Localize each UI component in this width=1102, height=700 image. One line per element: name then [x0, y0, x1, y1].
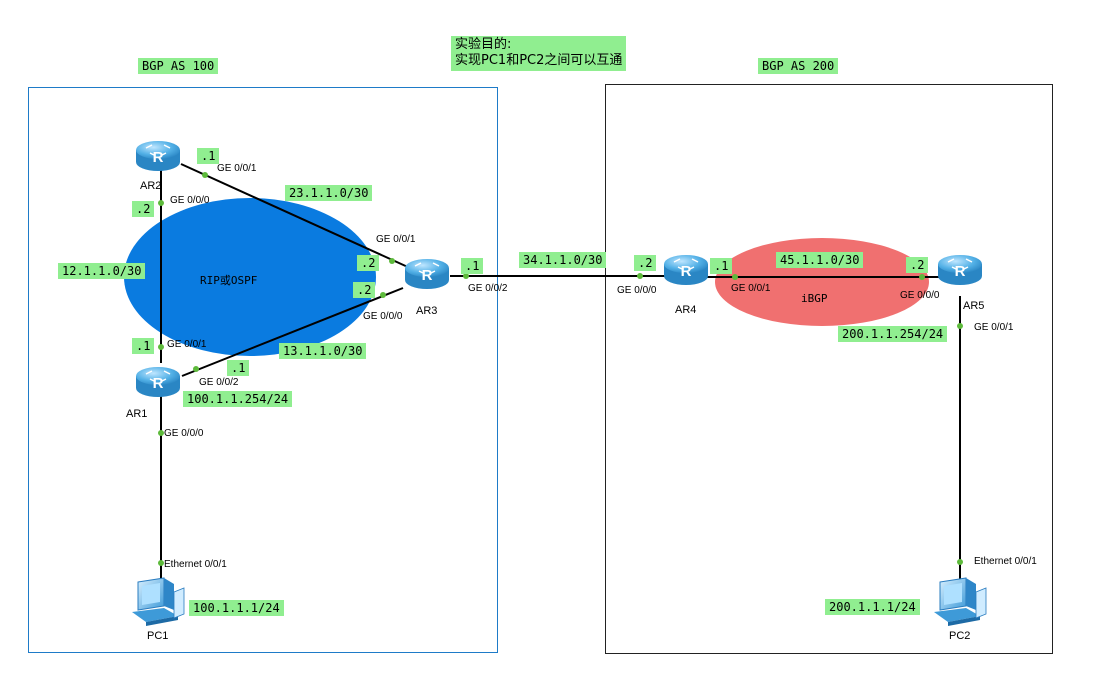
goal-text: 实现PC1和PC2之间可以互通 — [455, 53, 623, 68]
network-45: 45.1.1.0/30 — [776, 252, 864, 268]
experiment-goal: 实验目的: 实现PC1和PC2之间可以互通 — [451, 36, 627, 71]
port-ar4-g001: GE 0/0/1 — [731, 283, 771, 294]
port-dot — [202, 172, 208, 178]
port-dot — [158, 430, 164, 436]
pc-icon-pc2 — [933, 577, 987, 627]
port-ar5-g001: GE 0/0/1 — [974, 322, 1014, 333]
port-ar1-g000: GE 0/0/0 — [164, 428, 204, 439]
link-ar1-ar3 — [181, 287, 404, 377]
network-23: 23.1.1.0/30 — [285, 185, 373, 201]
network-34: 34.1.1.0/30 — [519, 252, 607, 268]
port-ar4-g000: GE 0/0/0 — [617, 285, 657, 296]
network-13: 13.1.1.0/30 — [279, 343, 367, 359]
device-label-ar5: AR5 — [963, 300, 985, 312]
ibgp-area — [715, 238, 929, 326]
port-ar3-g001: GE 0/0/1 — [376, 234, 416, 245]
lan2-host: 200.1.1.1/24 — [825, 599, 920, 615]
port-dot — [380, 292, 386, 298]
as200-label: BGP AS 200 — [758, 58, 839, 74]
as100-box — [28, 87, 498, 653]
port-ar2-g001: GE 0/0/1 — [217, 163, 257, 174]
ip-ar2-g000: .2 — [132, 201, 155, 217]
router-icon-ar1 — [135, 366, 181, 398]
ip-ar4-g000: .2 — [634, 255, 657, 271]
device-label-pc2: PC2 — [949, 630, 971, 642]
ip-ar5-g000: .2 — [906, 257, 929, 273]
port-dot — [389, 258, 395, 264]
ibgp-area-label: iBGP — [801, 292, 828, 305]
pc-icon-pc1 — [131, 577, 185, 627]
port-dot — [957, 323, 963, 329]
lan1-host: 100.1.1.1/24 — [189, 600, 284, 616]
igp-area — [124, 198, 376, 356]
port-dot — [637, 273, 643, 279]
ip-ar3-g000: .2 — [353, 282, 376, 298]
device-label-ar3: AR3 — [416, 305, 438, 317]
ip-ar1-g001: .1 — [132, 338, 155, 354]
ip-ar2-g001: .1 — [197, 148, 220, 164]
ip-ar1-g002: .1 — [227, 360, 250, 376]
port-dot — [919, 274, 925, 280]
router-icon-ar5 — [937, 254, 983, 286]
port-ar1-g002: GE 0/0/2 — [199, 377, 239, 388]
device-label-ar1: AR1 — [126, 408, 148, 420]
ip-ar4-g001: .1 — [710, 258, 733, 274]
lan1-gateway: 100.1.1.254/24 — [183, 391, 293, 407]
port-dot — [158, 560, 164, 566]
port-ar3-g002: GE 0/0/2 — [468, 283, 508, 294]
lan2-gateway: 200.1.1.254/24 — [838, 326, 948, 342]
port-dot — [957, 559, 963, 565]
port-ar2-g000: GE 0/0/0 — [170, 195, 210, 206]
port-dot — [158, 344, 164, 350]
port-ar3-g000: GE 0/0/0 — [363, 311, 403, 322]
device-label-ar4: AR4 — [675, 304, 697, 316]
port-dot — [158, 200, 164, 206]
router-icon-ar2 — [135, 140, 181, 172]
as100-label: BGP AS 100 — [138, 58, 219, 74]
link-ar2-ar3 — [180, 163, 411, 269]
ip-ar3-g002: .1 — [461, 258, 484, 274]
port-ar5-g000: GE 0/0/0 — [900, 290, 940, 301]
ip-ar3-g001: .2 — [357, 255, 380, 271]
device-label-pc1: PC1 — [147, 630, 169, 642]
port-dot — [463, 273, 469, 279]
as200-box — [605, 84, 1053, 654]
port-pc1-eth: Ethernet 0/0/1 — [164, 559, 227, 570]
goal-title: 实验目的: — [455, 37, 512, 52]
router-icon-ar3 — [404, 258, 450, 290]
port-pc2-eth: Ethernet 0/0/1 — [974, 556, 1037, 567]
port-dot — [193, 366, 199, 372]
igp-area-label: RIP或OSPF — [200, 274, 258, 287]
router-icon-ar4 — [663, 254, 709, 286]
network-12: 12.1.1.0/30 — [58, 263, 146, 279]
port-dot — [732, 274, 738, 280]
port-ar1-g001: GE 0/0/1 — [167, 339, 207, 350]
device-label-ar2: AR2 — [140, 180, 162, 192]
